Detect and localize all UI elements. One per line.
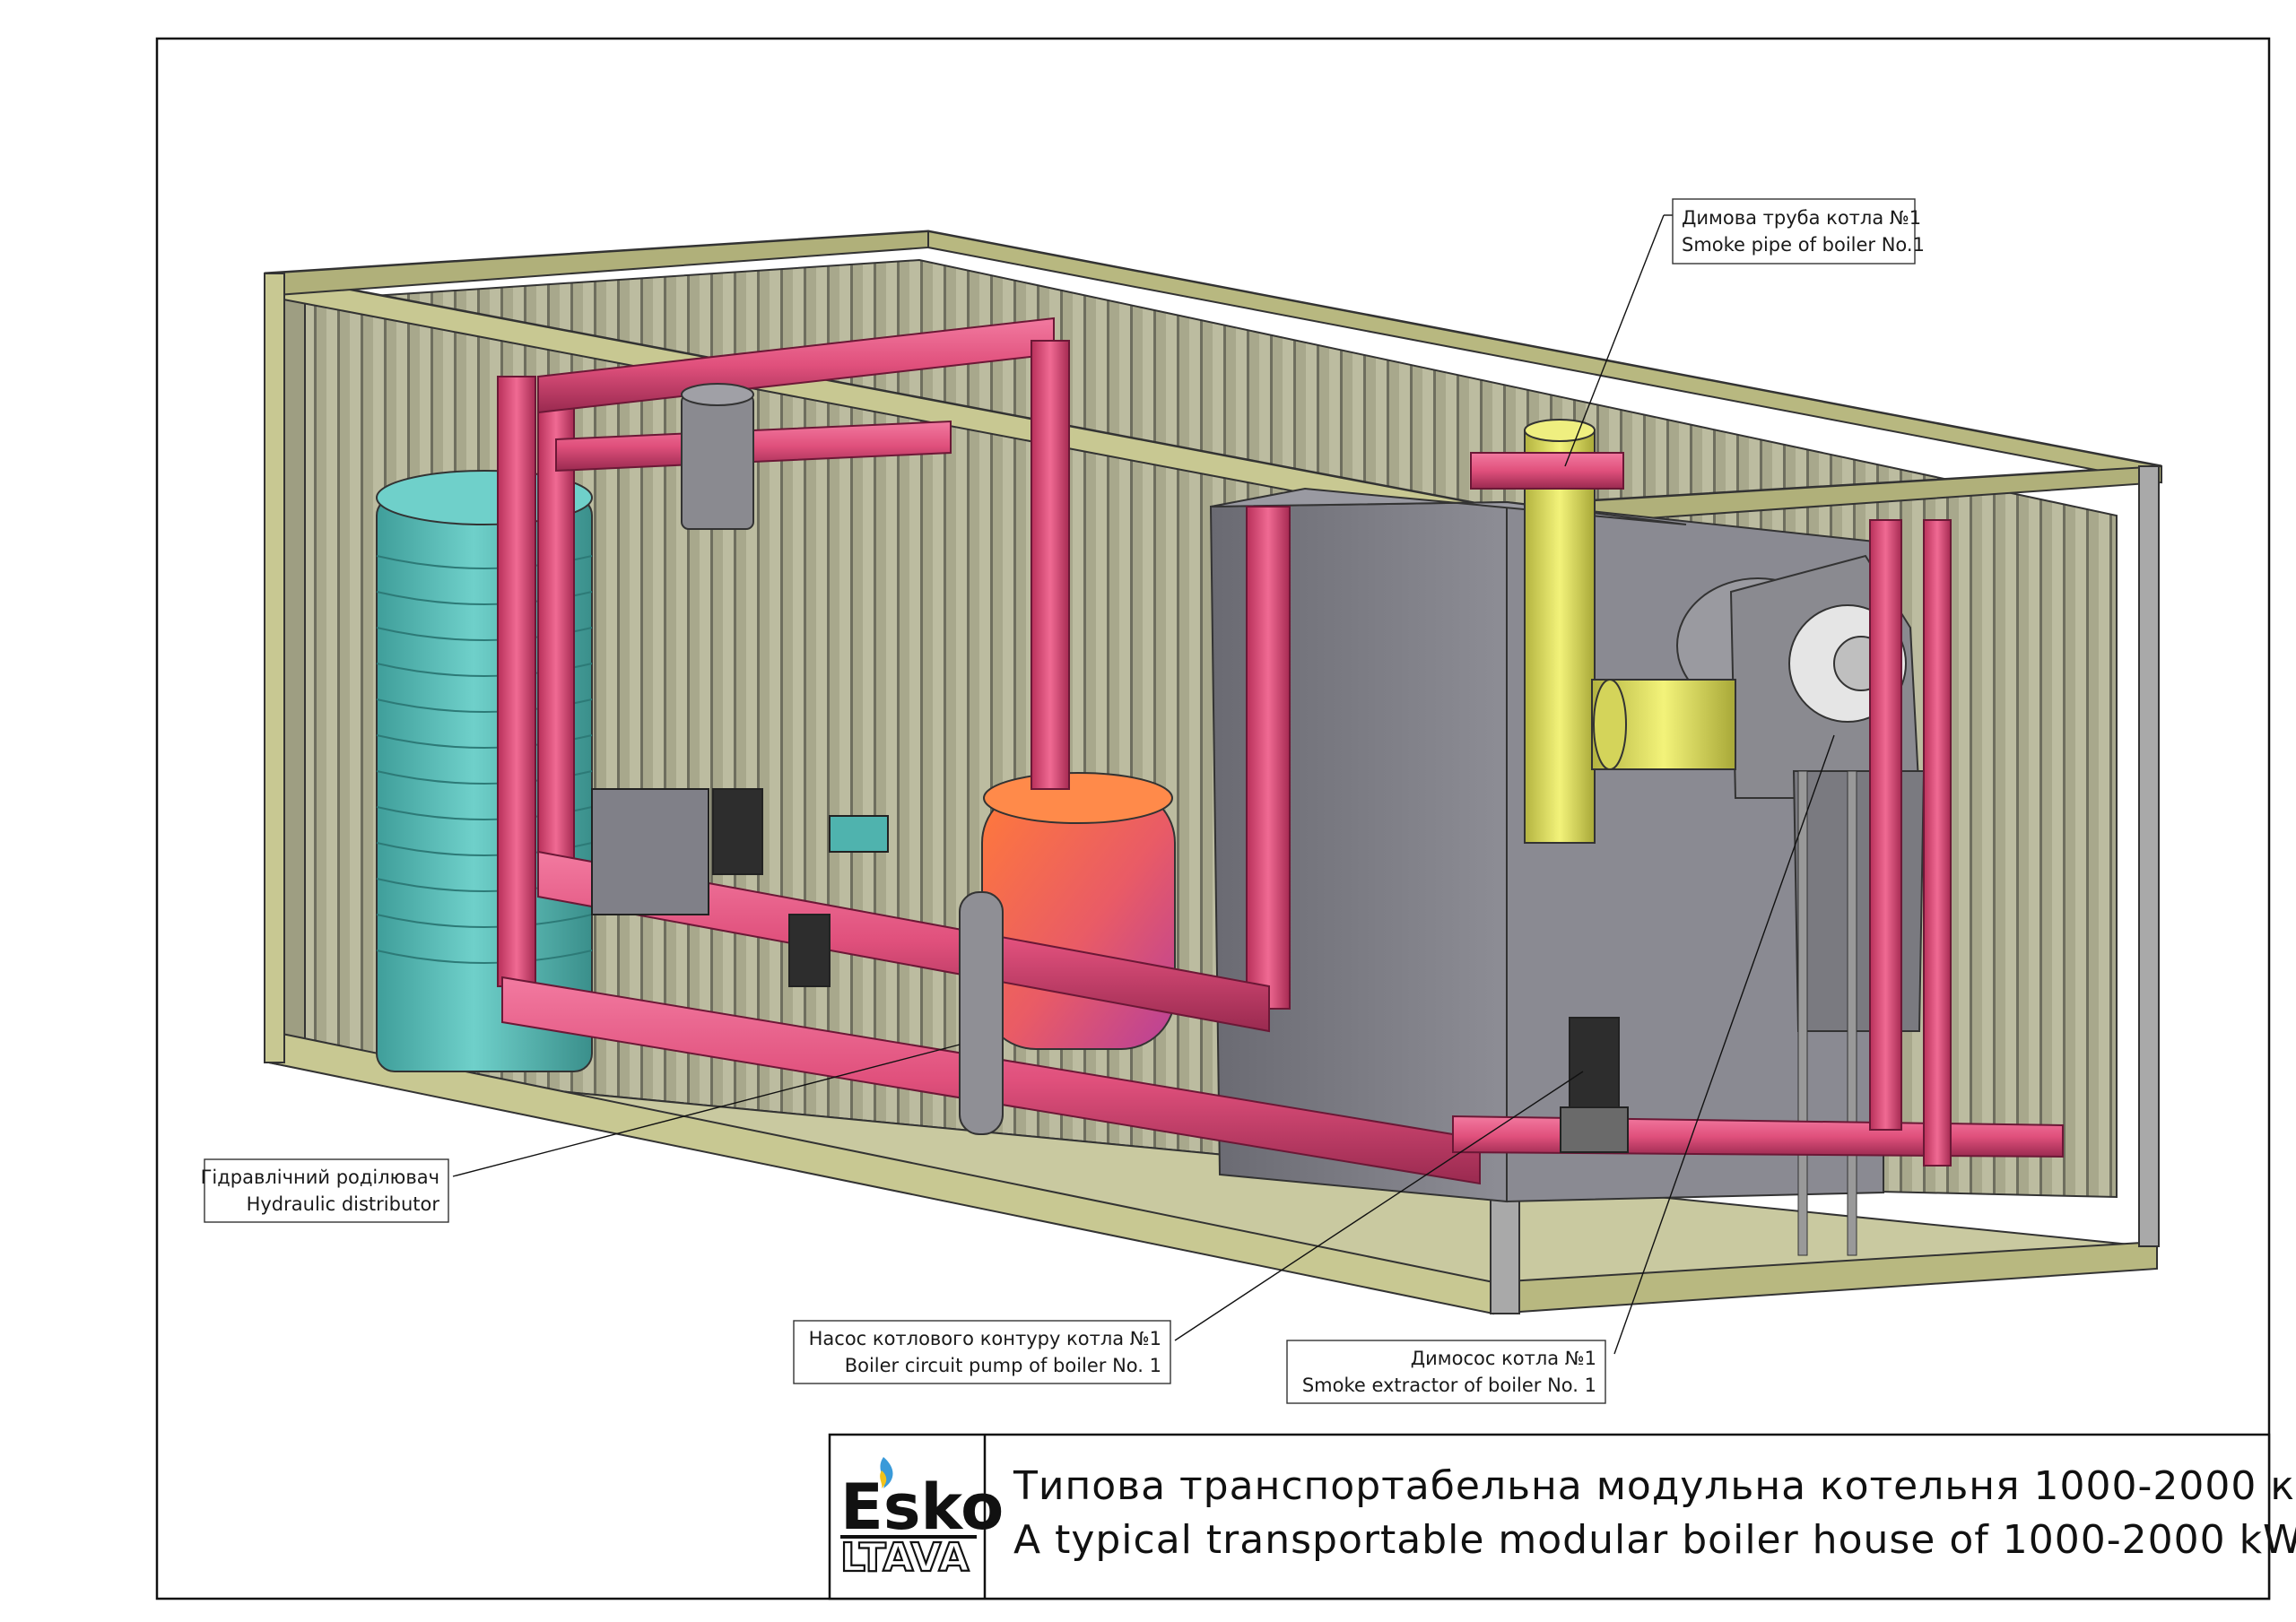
pipe-riser-right <box>1869 519 1902 1131</box>
smoke-pipe-flange <box>1593 679 1627 770</box>
ladder-right <box>1847 770 1857 1256</box>
callout-smoke-pipe: Димова труба котла №1 Smoke pipe of boil… <box>1564 198 1925 467</box>
title-block: Esko LTAVA Типова транспортабельна модул… <box>828 1433 2296 1600</box>
flame-icon <box>880 1457 893 1488</box>
pumps <box>591 788 1629 1153</box>
smoke-extractor-label-ua: Димосос котла №1 <box>1411 1348 1596 1369</box>
distributor-body <box>959 891 1004 1135</box>
hydraulic-distributor-label-en: Hydraulic distributor <box>247 1193 440 1215</box>
boiler-pump-label-ua: Насос котлового контуру котла №1 <box>809 1328 1161 1349</box>
hydraulic-distributor <box>959 891 1004 1135</box>
ladder-left <box>1797 770 1808 1256</box>
pipe-riser-center <box>1031 340 1070 790</box>
pipe-riser-left <box>497 376 536 987</box>
container <box>264 230 2162 1315</box>
hydraulic-distributor-label-ua: Гідравлічний роділювач <box>201 1167 439 1188</box>
smoke-pipe-label-en: Smoke pipe of boiler No.1 <box>1682 234 1925 256</box>
pipe-riser-boiler <box>1246 506 1291 1010</box>
post-front-left <box>264 273 285 1063</box>
boiler-pump-label-en: Boiler circuit pump of boiler No. 1 <box>845 1355 1161 1376</box>
strainer <box>829 815 889 853</box>
fan-stand <box>1792 770 1926 1032</box>
smoke-extractor-label-en: Smoke extractor of boiler No. 1 <box>1302 1375 1596 1396</box>
smoke-pipe <box>1524 419 1736 844</box>
air-separator-body <box>681 394 754 530</box>
smoke-pipe-riser <box>1524 429 1596 844</box>
pump-2-motor <box>788 914 831 987</box>
expansion-tank-body <box>981 788 1176 1050</box>
callout-hydraulic-distributor: Гідравлічний роділювач Hydraulic distrib… <box>201 1044 961 1223</box>
pipe-main-upper <box>537 850 1270 1033</box>
logo: Esko LTAVA <box>839 1457 1004 1582</box>
smoke-pipe-label-ua: Димова труба котла №1 <box>1682 207 1921 229</box>
title-en: A typical transportable modular boiler h… <box>1013 1517 2296 1563</box>
title-block-frame <box>828 1433 2271 1600</box>
expansion-tank-top <box>983 772 1173 824</box>
logo-sub-text: LTAVA <box>840 1535 970 1581</box>
pipe-riser-right-2 <box>1923 519 1952 1167</box>
pump-boiler-motor <box>1569 1017 1620 1113</box>
boiler-top <box>1210 487 1687 525</box>
post-back-right <box>2138 465 2160 1247</box>
pump-1-motor <box>712 788 763 875</box>
smoke-pipe-top <box>1524 419 1596 442</box>
flame-icon-accent <box>880 1470 887 1488</box>
pump-boiler-body <box>1560 1106 1629 1153</box>
pipe-riser-smoke <box>1470 452 1624 490</box>
logo-sub-underline <box>840 1535 977 1539</box>
title-ua: Типова транспортабельна модульна котельн… <box>1013 1463 2296 1509</box>
callout-smoke-extractor: Димосос котла №1 Smoke extractor of boil… <box>1286 734 1835 1404</box>
air-separator-top <box>681 383 754 406</box>
air-separator <box>681 383 754 530</box>
pump-1-body <box>591 788 709 915</box>
callout-boiler-pump: Насос котлового контуру котла №1 Boiler … <box>793 1071 1584 1384</box>
logo-main-text: Esko <box>840 1470 1004 1544</box>
